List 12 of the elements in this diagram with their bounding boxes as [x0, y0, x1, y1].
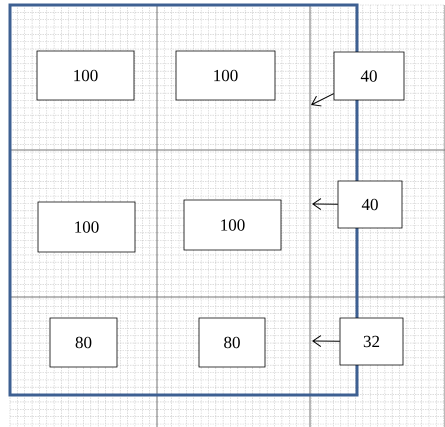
value-box: 40	[338, 180, 402, 228]
value-box: 100	[38, 202, 136, 252]
value-box: 80	[198, 318, 266, 368]
value-box: 100	[36, 50, 134, 100]
value-box: 40	[334, 52, 404, 100]
arrow	[311, 93, 334, 106]
value-box: 100	[184, 200, 282, 250]
arrow	[312, 335, 340, 348]
arrow	[312, 198, 338, 210]
value-box: 100	[176, 50, 276, 100]
value-box: 32	[340, 318, 404, 366]
value-box: 80	[50, 318, 118, 368]
